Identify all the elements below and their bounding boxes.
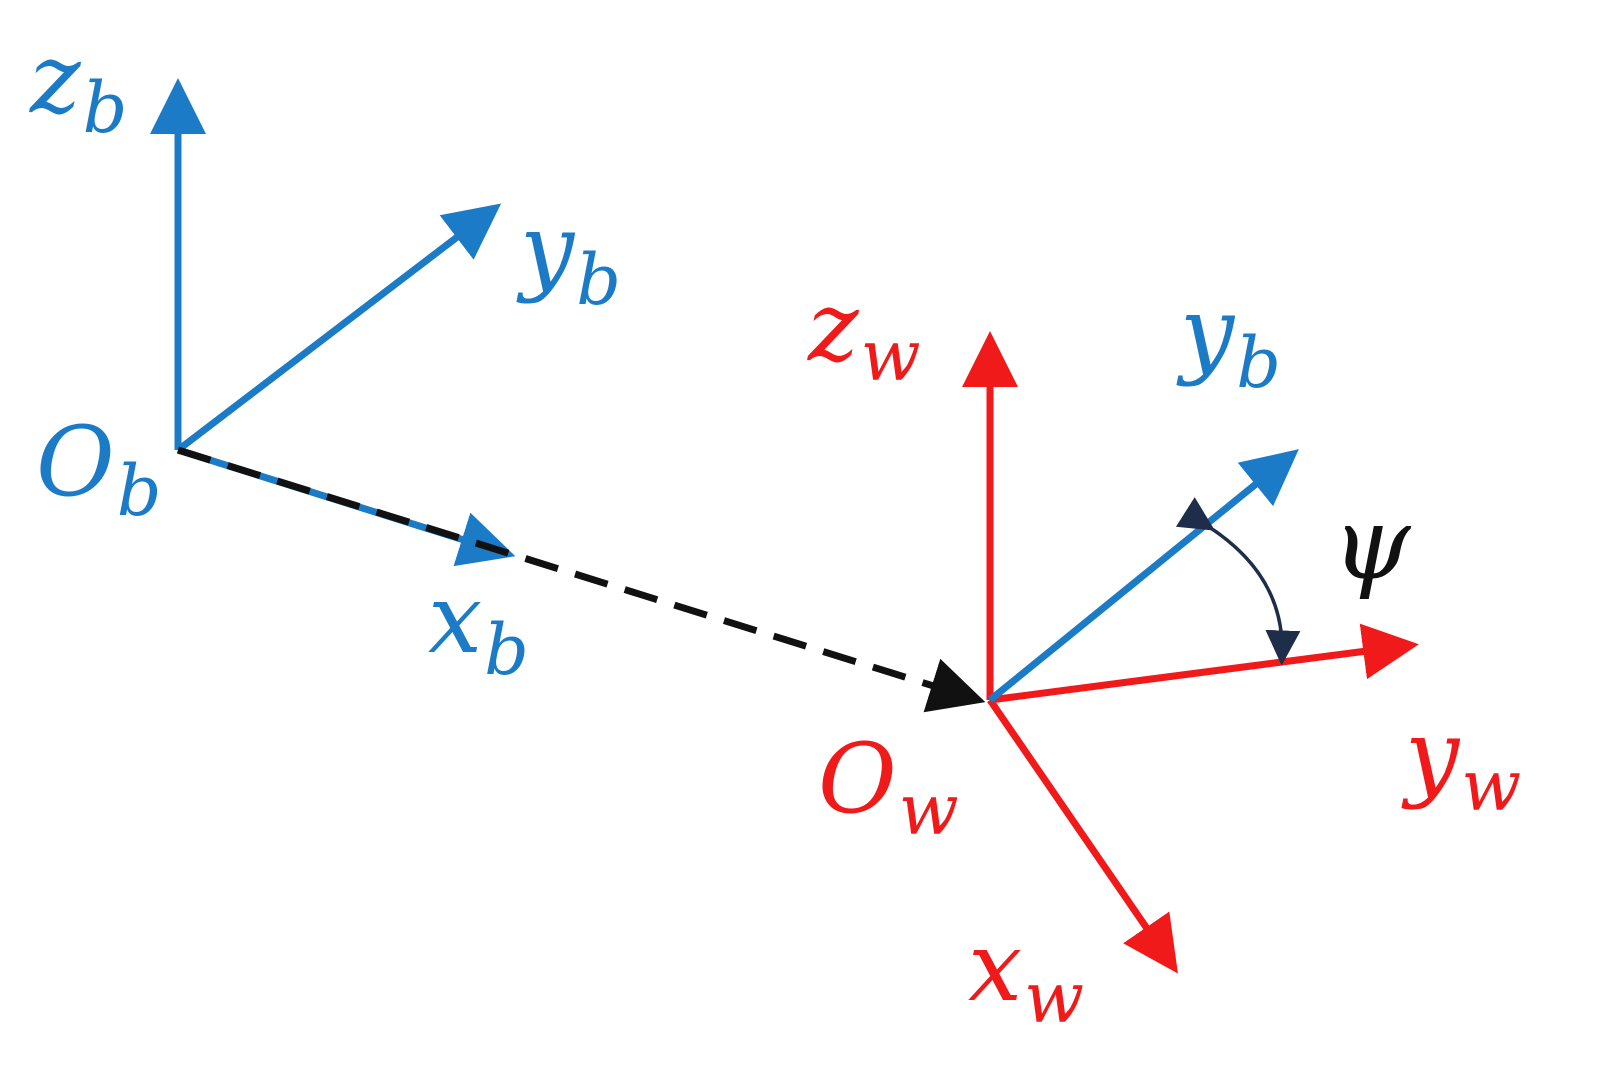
world-y-label: yw [1401,699,1521,827]
world-origin-label: Ow [818,723,959,851]
translation-vector [176,446,986,713]
body-y-axis [175,203,502,453]
world-z-label: zw [807,271,921,397]
yaw-angle-label: ψ [1332,485,1412,602]
world-body-y-label: yb [1176,276,1281,404]
body-y-label: yb [516,193,621,321]
body-origin-label: Ob [36,406,162,532]
body-x-label: xb [428,563,529,691]
yaw-angle-arc [1175,497,1301,666]
world-y-axis [989,623,1419,704]
body-z-label: zb [29,23,127,149]
world-x-label: xw [968,911,1084,1039]
world-x-axis [987,698,1178,974]
world-frame [962,331,1419,974]
body-frame [150,78,516,567]
